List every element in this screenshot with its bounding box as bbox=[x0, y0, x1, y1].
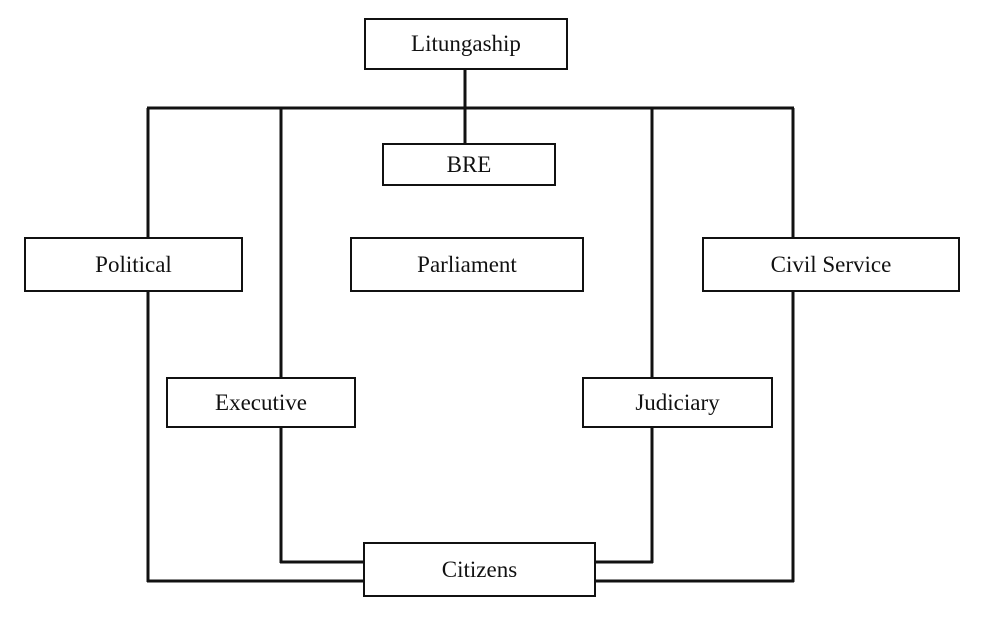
node-litungaship: Litungaship bbox=[364, 18, 568, 70]
node-executive: Executive bbox=[166, 377, 356, 428]
node-parliament: Parliament bbox=[350, 237, 584, 292]
node-bre: BRE bbox=[382, 143, 556, 186]
node-civil-service: Civil Service bbox=[702, 237, 960, 292]
node-political: Political bbox=[24, 237, 243, 292]
node-citizens: Citizens bbox=[363, 542, 596, 597]
node-judiciary: Judiciary bbox=[582, 377, 773, 428]
